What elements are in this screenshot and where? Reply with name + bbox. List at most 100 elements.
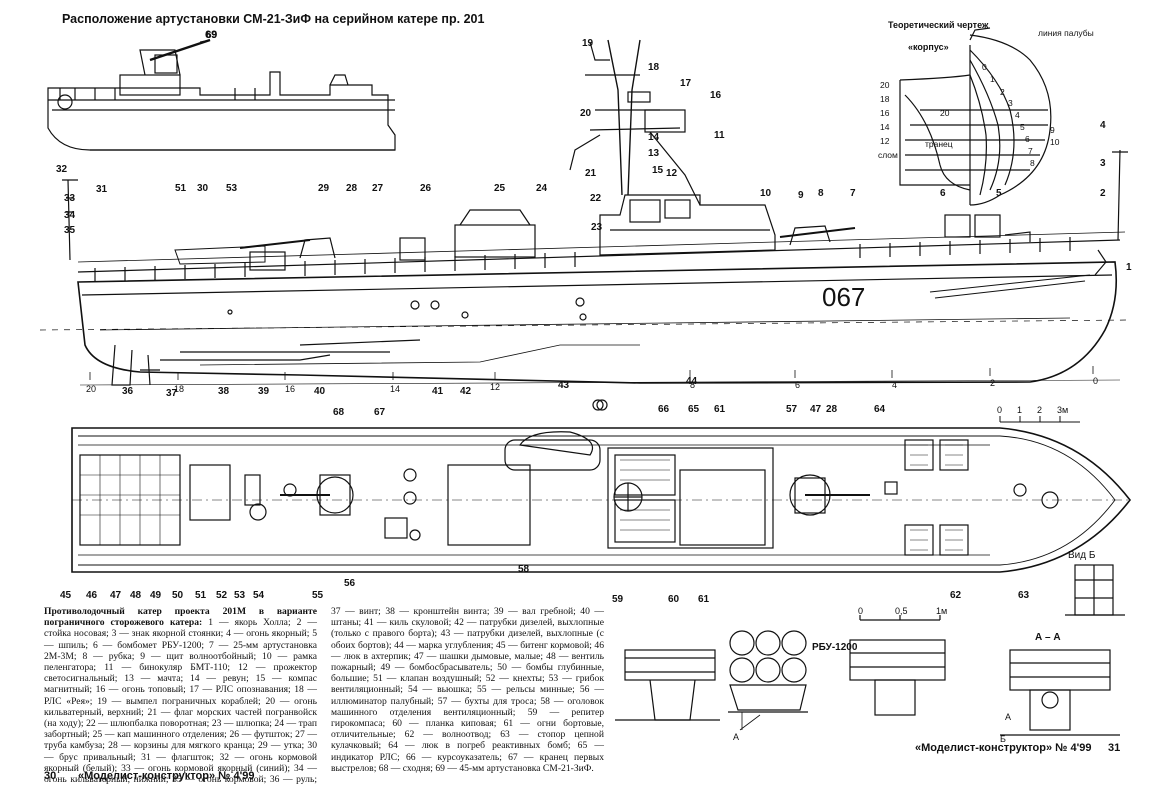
plan-callout-62: 62 bbox=[950, 590, 962, 601]
scale-tick-3: 3м bbox=[1057, 405, 1068, 415]
side-callout-27: 27 bbox=[372, 183, 384, 194]
side-callout-25: 25 bbox=[494, 183, 506, 194]
plan-callout-56: 56 bbox=[344, 578, 356, 589]
legend-body: 1 — якорь Холла; 2 — стойка носовая; 3 —… bbox=[44, 606, 604, 786]
frame-label-10: 10 bbox=[1050, 137, 1060, 147]
plan-callout-49: 49 bbox=[150, 590, 162, 601]
frame-label-0: 0 bbox=[982, 62, 987, 72]
side-callout-21: 21 bbox=[585, 168, 597, 179]
side-callout-24: 24 bbox=[536, 183, 548, 194]
side-callout-5: 5 bbox=[996, 188, 1002, 199]
hull-number: 067 bbox=[822, 282, 865, 312]
legend-heading: Противолодочный катер проекта 201М в вар… bbox=[44, 606, 317, 629]
frame-number-18: 18 bbox=[174, 384, 184, 394]
footer-left-magazine: «Моделист-конструктор» № 4'99 bbox=[78, 770, 255, 782]
frame-number-12: 12 bbox=[490, 382, 500, 392]
inset-gun-mount-drawing bbox=[47, 38, 396, 151]
plan-callout-57: 57 bbox=[786, 404, 798, 415]
side-callout-31: 31 bbox=[96, 184, 108, 195]
side-callout-14: 14 bbox=[648, 132, 660, 143]
side-callout-32: 32 bbox=[56, 164, 68, 175]
side-callout-6: 6 bbox=[940, 188, 946, 199]
frame-number-0: 0 bbox=[1093, 376, 1098, 386]
plan-callout-48: 48 bbox=[130, 590, 142, 601]
side-callout-13: 13 bbox=[648, 148, 660, 159]
side-callout-26: 26 bbox=[420, 183, 432, 194]
plan-callout-46: 46 bbox=[86, 590, 98, 601]
section-mark-b: Б bbox=[1000, 734, 1006, 744]
scale-tick-2: 2 bbox=[1037, 405, 1042, 415]
plan-callout-68: 68 bbox=[333, 407, 345, 418]
side-callout-17: 17 bbox=[680, 78, 692, 89]
plan-callout-59: 59 bbox=[612, 594, 624, 605]
side-callout-37: 37 bbox=[166, 388, 178, 399]
side-callout-33: 33 bbox=[64, 193, 76, 204]
body-plan-title-1: Теоретический чертеж bbox=[888, 20, 989, 30]
frame-number-16: 16 bbox=[285, 384, 295, 394]
side-view-hull bbox=[39, 39, 1131, 386]
side-callout-23: 23 bbox=[591, 222, 603, 233]
scale-tick-1: 1 bbox=[1017, 405, 1022, 415]
scale-tick-0: 0 bbox=[997, 405, 1002, 415]
side-callout-3: 3 bbox=[1100, 158, 1106, 169]
plan-callout-60: 60 bbox=[668, 594, 680, 605]
footer-right-page: 31 bbox=[1108, 742, 1121, 754]
plan-callout-54: 54 bbox=[253, 590, 265, 601]
side-callout-19: 19 bbox=[582, 38, 594, 49]
frame-number-8: 8 bbox=[690, 380, 695, 390]
frame-number-2: 2 bbox=[990, 378, 995, 388]
side-callout-43: 43 bbox=[558, 380, 570, 391]
plan-callout-47: 47 bbox=[810, 404, 822, 415]
frame-number-20: 20 bbox=[86, 384, 96, 394]
side-callout-10: 10 bbox=[760, 188, 772, 199]
plan-callout-58: 58 bbox=[518, 564, 530, 575]
side-callout-28: 28 bbox=[346, 183, 358, 194]
side-callout-34: 34 bbox=[64, 210, 76, 221]
frame-label-6: 6 bbox=[1025, 134, 1030, 144]
side-callout-44: 44 bbox=[686, 376, 698, 387]
frame-label-9: 9 bbox=[1050, 125, 1055, 135]
frame-label-3: 3 bbox=[1008, 98, 1013, 108]
body-plan-drawing bbox=[899, 27, 1052, 206]
side-callout-36: 36 bbox=[122, 386, 134, 397]
plan-callout-45: 45 bbox=[60, 590, 72, 601]
plan-callout-55: 55 bbox=[312, 590, 324, 601]
side-callout-35: 35 bbox=[64, 225, 76, 236]
side-callout-18: 18 bbox=[648, 62, 660, 73]
rbu-title: РБУ-1200 bbox=[812, 642, 858, 653]
frame-number-4: 4 bbox=[892, 380, 897, 390]
frame-label-5: 5 bbox=[1020, 122, 1025, 132]
frame-number-6: 6 bbox=[795, 380, 800, 390]
legend: Противолодочный катер проекта 201М в вар… bbox=[44, 606, 604, 785]
frame-number-14: 14 bbox=[390, 384, 400, 394]
section-mark-a2: А bbox=[1005, 712, 1011, 722]
plan-callout-64: 64 bbox=[874, 404, 886, 415]
waterline-label-20: 20 bbox=[880, 80, 890, 90]
side-callout-51: 51 bbox=[175, 183, 187, 194]
side-callout-15: 15 bbox=[652, 165, 664, 176]
rbu-scale-05: 0,5 bbox=[895, 606, 908, 616]
side-callout-41: 41 bbox=[432, 386, 444, 397]
rbu-scale-1: 1м bbox=[936, 606, 947, 616]
station-label: 20 bbox=[940, 108, 950, 118]
frame-label-4: 4 bbox=[1015, 110, 1020, 120]
section-mark-a1: А bbox=[733, 732, 739, 742]
footer-right-magazine: «Моделист-конструктор» № 4'99 bbox=[915, 742, 1092, 754]
side-callout-1: 1 bbox=[1126, 262, 1132, 273]
waterline-label-14: 14 bbox=[880, 122, 890, 132]
body-plan-title-2: «корпус» bbox=[908, 42, 949, 52]
side-callout-22: 22 bbox=[590, 193, 602, 204]
waterline-label-12: 12 bbox=[880, 136, 890, 146]
plan-callout-51: 51 bbox=[195, 590, 207, 601]
top-caption: Расположение артустановки СМ-21-ЗиФ на с… bbox=[62, 12, 485, 26]
plan-callout-28: 28 bbox=[826, 404, 838, 415]
waterline-label-18: 18 bbox=[880, 94, 890, 104]
plan-callout-61: 61 bbox=[714, 404, 726, 415]
side-callout-9: 9 bbox=[798, 190, 804, 201]
plan-callout-53: 53 bbox=[234, 590, 246, 601]
side-callout-20: 20 bbox=[580, 108, 592, 119]
waterline-label-slom: слом bbox=[878, 150, 898, 160]
side-callout-29: 29 bbox=[318, 183, 330, 194]
side-callout-30: 30 bbox=[197, 183, 209, 194]
